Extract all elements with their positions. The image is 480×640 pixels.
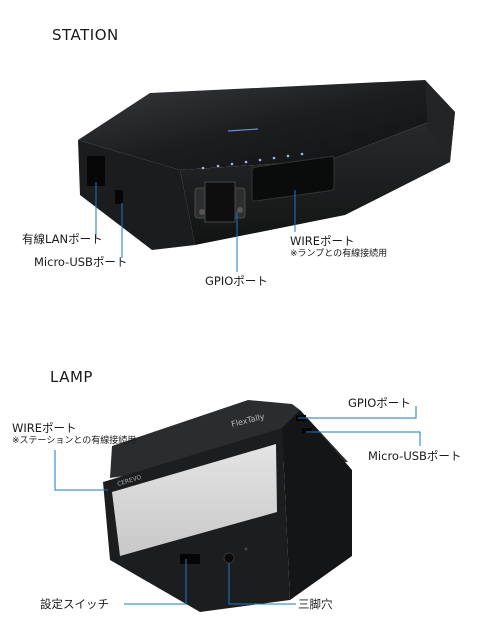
lamp-callout-lines — [54, 406, 421, 605]
lamp-wire-port-note: ※ステーションとの有線接続用 — [12, 436, 137, 446]
station-gpio-port-label: GPIOポート — [205, 274, 268, 288]
station-usb-port-label: Micro-USBポート — [34, 255, 128, 269]
station-wire-port-label: WIREポート ※ランプとの有線接続用 — [290, 234, 387, 260]
station-callout-lines — [95, 182, 296, 272]
lamp-gpio-port-label: GPIOポート — [348, 396, 411, 410]
lamp-title: LAMP — [50, 368, 93, 386]
lamp-tripod-label: 三脚穴 — [298, 597, 333, 611]
station-lan-port-label: 有線LANポート — [22, 232, 103, 246]
station-device — [78, 80, 455, 250]
lamp-usb-port-label: Micro-USBポート — [368, 449, 462, 463]
station-wire-port-note: ※ランプとの有線接続用 — [290, 249, 388, 259]
lamp-device — [103, 400, 352, 612]
lamp-switch-label: 設定スイッチ — [40, 597, 109, 611]
station-title: STATION — [52, 26, 119, 44]
lamp-wire-port-label: WIREポート ※ステーションとの有線接続用 — [12, 421, 136, 447]
lamp-wire-port-text: WIREポート — [12, 421, 77, 435]
station-wire-port-text: WIREポート — [290, 234, 355, 248]
